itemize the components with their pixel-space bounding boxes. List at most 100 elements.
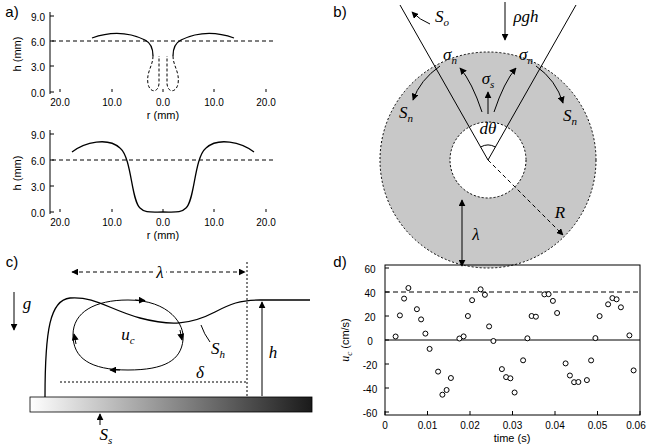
label-group: -20 bbox=[363, 356, 377, 372]
panel-letter: b) bbox=[333, 3, 346, 20]
data-point bbox=[478, 287, 483, 292]
label-group: 20.0 bbox=[50, 213, 69, 229]
data-point bbox=[397, 313, 402, 318]
label-group: h (mm) bbox=[8, 156, 24, 191]
radius-symbol: R bbox=[555, 203, 565, 222]
axis-unit: (cm/s) bbox=[339, 318, 351, 349]
tick-label: 20.0 bbox=[256, 217, 275, 228]
label-group: 9.0 bbox=[31, 8, 45, 24]
subscript: c bbox=[130, 334, 135, 346]
velocity-symbol: u bbox=[121, 325, 130, 344]
tick-label: -40 bbox=[363, 384, 377, 395]
data-point bbox=[423, 331, 428, 336]
tick-mark bbox=[512, 411, 513, 415]
label-group: 6.0 bbox=[31, 152, 45, 168]
data-point bbox=[606, 302, 611, 307]
data-point bbox=[487, 324, 492, 329]
tick-mark bbox=[385, 412, 389, 413]
data-point bbox=[614, 297, 619, 302]
panel-letter: a) bbox=[5, 3, 18, 20]
tick-label: 9.0 bbox=[31, 12, 45, 23]
gravity-symbol: g bbox=[23, 294, 32, 313]
data-point bbox=[521, 358, 526, 363]
data-point bbox=[555, 311, 560, 316]
length-symbol: λ bbox=[156, 263, 163, 282]
flux-symbol: S bbox=[100, 425, 109, 444]
data-point bbox=[482, 292, 487, 297]
data-point bbox=[589, 358, 594, 363]
label-group: 10.0 bbox=[204, 213, 223, 229]
label-group: 0.03 bbox=[503, 416, 522, 432]
label-group: σn bbox=[519, 46, 533, 66]
subscript: o bbox=[444, 16, 450, 28]
data-point bbox=[470, 298, 475, 303]
label-group: g bbox=[23, 295, 32, 312]
data-point bbox=[406, 286, 411, 291]
label-group: λ bbox=[153, 264, 166, 281]
tick-label: 0.06 bbox=[626, 420, 645, 431]
tick-label: -60 bbox=[363, 408, 377, 419]
data-point bbox=[427, 346, 432, 351]
flux-symbol: S bbox=[563, 106, 572, 125]
flux-symbol: S bbox=[211, 339, 220, 358]
data-point bbox=[465, 314, 470, 319]
tick-mark bbox=[385, 388, 389, 389]
label-group: 0.0 bbox=[156, 93, 170, 109]
tick-mark bbox=[640, 411, 641, 415]
tick-label: 10.0 bbox=[102, 97, 121, 108]
subscript: n bbox=[408, 112, 414, 124]
tick-label: 0.02 bbox=[460, 420, 479, 431]
data-point bbox=[393, 334, 398, 339]
label-group: d) bbox=[333, 254, 346, 270]
data-point bbox=[597, 314, 602, 319]
subscript: n bbox=[527, 54, 533, 66]
axis-title: r (mm) bbox=[147, 229, 179, 241]
label-group: 10.0 bbox=[204, 93, 223, 109]
tick-mark bbox=[385, 292, 389, 293]
label-group: 0.0 bbox=[156, 213, 170, 229]
label-group: 0.06 bbox=[626, 416, 645, 432]
label-group: 20.0 bbox=[256, 213, 275, 229]
tick-mark bbox=[385, 364, 389, 365]
label-group: So bbox=[435, 8, 449, 28]
data-point bbox=[508, 376, 513, 381]
label-group: h bbox=[269, 344, 278, 361]
tick-label: 0.03 bbox=[503, 420, 522, 431]
pressure-symbol: ρgh bbox=[513, 7, 538, 26]
label-group: Ss bbox=[100, 426, 113, 445]
axis-title: r (mm) bbox=[147, 109, 179, 121]
data-point bbox=[533, 314, 538, 319]
data-point bbox=[550, 298, 555, 303]
data-point bbox=[618, 305, 623, 310]
thickness-symbol: δ bbox=[196, 363, 204, 382]
tick-label: 0.0 bbox=[156, 217, 170, 228]
tick-label: 3.0 bbox=[31, 62, 45, 73]
data-point bbox=[402, 296, 407, 301]
tick-label: 6.0 bbox=[31, 156, 45, 167]
axis-title: h (mm) bbox=[11, 37, 23, 72]
tick-label: 20.0 bbox=[50, 97, 69, 108]
tick-label: 0.01 bbox=[418, 420, 437, 431]
data-point bbox=[461, 334, 466, 339]
label-group: a) bbox=[5, 4, 18, 20]
label-group: 0.04 bbox=[545, 416, 564, 432]
tick-mark bbox=[385, 316, 389, 317]
label-group: b) bbox=[333, 4, 346, 20]
stress-symbol: σ bbox=[482, 69, 490, 88]
tick-label: -20 bbox=[363, 360, 377, 371]
label-group: 60 bbox=[364, 260, 375, 276]
data-point bbox=[584, 378, 589, 383]
label-group: r (mm) bbox=[147, 106, 179, 122]
data-point bbox=[436, 369, 441, 374]
tick-label: 10.0 bbox=[204, 217, 223, 228]
tick-label: 0 bbox=[367, 336, 373, 347]
height-symbol: h bbox=[269, 343, 278, 362]
data-point bbox=[440, 392, 445, 397]
panel-letter: d) bbox=[333, 253, 346, 270]
label-group: -60 bbox=[363, 404, 377, 420]
data-point bbox=[491, 339, 496, 344]
tick-mark bbox=[597, 411, 598, 415]
label-group: λ bbox=[472, 226, 479, 243]
subscript: h bbox=[220, 348, 226, 360]
data-point bbox=[499, 367, 504, 372]
